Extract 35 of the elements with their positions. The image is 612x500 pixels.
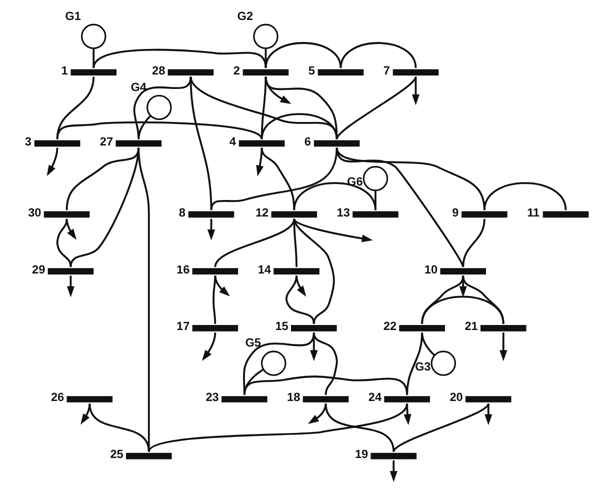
node-label: 5: [308, 63, 315, 78]
node-label: 10: [424, 262, 438, 276]
node-label: 17: [176, 319, 190, 334]
node-label: G2: [237, 8, 254, 23]
node-label: G3: [414, 359, 431, 374]
node-label: 25: [110, 447, 124, 462]
node-label: 29: [32, 262, 46, 276]
node-label: 24: [368, 390, 382, 404]
node-label: 20: [450, 390, 463, 404]
node-label: 26: [50, 390, 64, 404]
node-label: 6: [304, 134, 312, 148]
node-label: 18: [287, 390, 300, 404]
node-label: 28: [152, 63, 166, 78]
node-label: 3: [24, 134, 32, 148]
node-label: G1: [65, 8, 81, 23]
node-label: 13: [336, 205, 350, 220]
node-label: 30: [28, 205, 42, 220]
node-label: 7: [383, 63, 390, 78]
node-label: G5: [245, 336, 261, 350]
node-label: 21: [464, 319, 478, 334]
node-label: 15: [275, 319, 288, 334]
node-label: 2: [233, 63, 240, 78]
node-label: 4: [229, 134, 236, 148]
node-label: 23: [206, 390, 219, 404]
node-label: G4: [130, 80, 146, 94]
node-label: 14: [258, 262, 272, 276]
node-label: 16: [176, 262, 190, 276]
node-label: 8: [178, 205, 186, 220]
node-label: 12: [255, 205, 269, 220]
node-label: 27: [100, 134, 114, 148]
node-label: 11: [527, 205, 540, 220]
node-label: 19: [354, 447, 368, 462]
node-label: 22: [383, 319, 397, 334]
node-label: 1: [61, 63, 68, 78]
node-label: 9: [452, 205, 459, 220]
